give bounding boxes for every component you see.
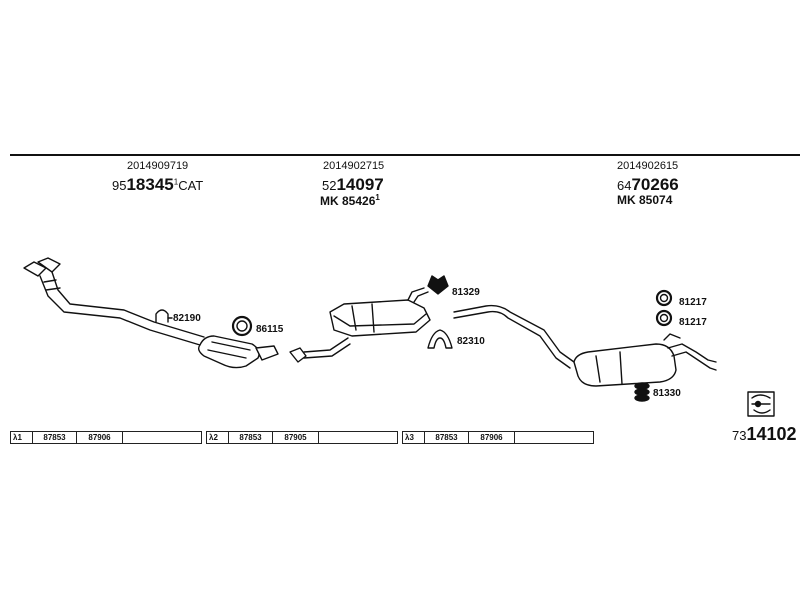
lambda-3-empty bbox=[515, 432, 593, 443]
ring-86115-icon bbox=[231, 315, 253, 337]
lambda-1-part-b: 87906 bbox=[77, 432, 123, 443]
catalog-prefix: 73 bbox=[732, 428, 747, 443]
mk-number-2: MK 854261 bbox=[320, 193, 380, 208]
part-sup-1: 1 bbox=[173, 177, 179, 187]
lambda-sup-3: 3 bbox=[409, 433, 414, 442]
lambda-2-part-b: 87905 bbox=[273, 432, 319, 443]
catalog-number: 7314102 bbox=[732, 424, 797, 445]
callout-82310: 82310 bbox=[457, 336, 485, 347]
lambda-1-part-a: 87853 bbox=[33, 432, 77, 443]
ring-81217-a-icon bbox=[655, 289, 673, 307]
part-number-3: 6470266 bbox=[617, 175, 679, 195]
lambda-symbol-1: λ bbox=[13, 433, 18, 442]
rear-pipe-and-muffler bbox=[453, 304, 717, 387]
part-suffix-1: CAT bbox=[178, 178, 204, 193]
callout-81329: 81329 bbox=[452, 287, 480, 298]
middle-muffler bbox=[289, 287, 431, 363]
lambda-sup-2: 2 bbox=[213, 433, 218, 442]
lambda-1-empty bbox=[123, 432, 201, 443]
washer-stack-81330-icon bbox=[634, 382, 650, 402]
hanger-82190-icon bbox=[155, 309, 169, 323]
top-rule bbox=[10, 154, 800, 156]
front-pipe-with-cat bbox=[23, 257, 279, 369]
ring-81217-b-inner-icon bbox=[659, 313, 669, 323]
part-bold-1: 18345 bbox=[126, 175, 174, 194]
lambda-2-part-a: 87853 bbox=[229, 432, 273, 443]
oe-number-3: 2014902615 bbox=[617, 160, 679, 172]
part-bold-2: 14097 bbox=[336, 175, 384, 194]
oe-number-1: 2014909719 bbox=[127, 160, 189, 172]
bracket-81329-icon bbox=[427, 275, 449, 295]
callout-86115: 86115 bbox=[256, 324, 284, 335]
lambda-symbol-2: λ bbox=[209, 433, 214, 442]
part-prefix-3: 64 bbox=[617, 178, 632, 193]
mk-number-3: MK 85074 bbox=[617, 193, 673, 207]
catalog-bold: 14102 bbox=[746, 424, 797, 444]
mk-sup-2: 1 bbox=[375, 193, 380, 202]
part-prefix-1: 95 bbox=[112, 178, 127, 193]
oe-number-2: 2014902715 bbox=[323, 160, 385, 172]
ring-81217-a-inner-icon bbox=[659, 293, 669, 303]
ring-81217-b-icon bbox=[655, 309, 673, 327]
lambda-3-part-b: 87906 bbox=[469, 432, 515, 443]
callout-81217-b: 81217 bbox=[679, 317, 707, 328]
callout-82190: 82190 bbox=[173, 313, 201, 324]
part-number-1: 95183451CAT bbox=[112, 175, 203, 195]
lambda-sup-1: 1 bbox=[17, 433, 22, 442]
mk-text-2: MK 85426 bbox=[320, 194, 376, 208]
publisher-logo-icon bbox=[747, 391, 775, 417]
part-bold-3: 70266 bbox=[631, 175, 679, 194]
part-number-2: 5214097 bbox=[322, 175, 384, 195]
lambda-3-part-a: 87853 bbox=[425, 432, 469, 443]
callout-81217-a: 81217 bbox=[679, 297, 707, 308]
ring-86115-inner-icon bbox=[236, 320, 248, 332]
lambda-2-empty bbox=[319, 432, 397, 443]
lambda-symbol-3: λ bbox=[405, 433, 410, 442]
part-prefix-2: 52 bbox=[322, 178, 337, 193]
clamp-82310-icon bbox=[427, 329, 453, 349]
callout-81330: 81330 bbox=[653, 388, 681, 399]
